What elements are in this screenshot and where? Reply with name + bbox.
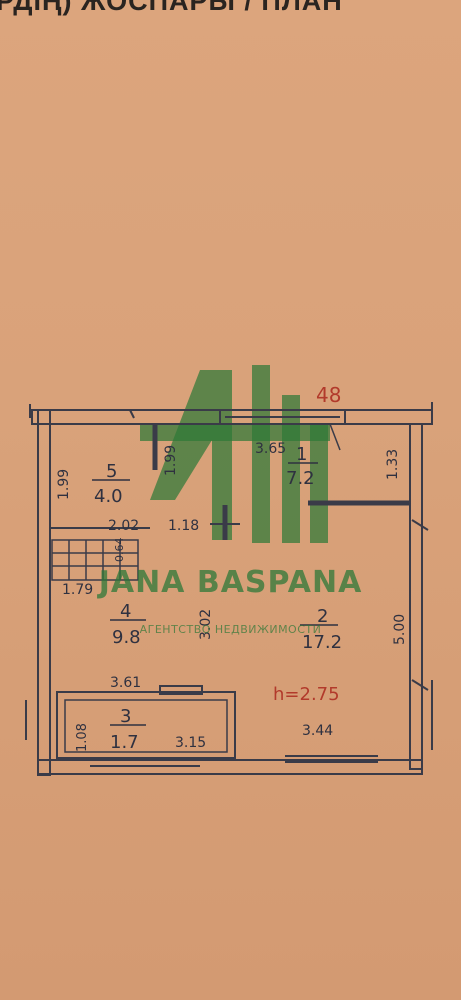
dim-balcony-top: 3.61 <box>110 675 141 691</box>
room-1-label: 1 7.2 <box>286 444 318 489</box>
dim-middle-wall: 3.02 <box>198 609 214 640</box>
room-3-label: 3 1.7 <box>110 706 146 753</box>
room-5-label: 5 4.0 <box>92 461 130 507</box>
dim-left-top: 1.99 <box>56 469 72 500</box>
watermark-tagline: АГЕНТСТВО НЕДВИЖИМОСТИ <box>139 623 322 636</box>
apartment-number: 48 <box>316 383 341 407</box>
dim-kitchen-width: 3.44 <box>302 723 333 739</box>
dim-stair-width: 1.79 <box>62 582 93 598</box>
dim-balcony-width: 3.15 <box>175 735 206 751</box>
svg-text:4: 4 <box>120 601 131 622</box>
svg-text:2: 2 <box>317 606 328 627</box>
svg-text:5: 5 <box>106 461 117 482</box>
dim-hall-width: 3.65 <box>255 441 286 457</box>
svg-text:4.0: 4.0 <box>94 486 123 507</box>
room-4-label: 4 9.8 <box>110 601 146 648</box>
dim-bath-right: 1.99 <box>163 445 179 476</box>
dim-balcony-left: 1.08 <box>75 723 90 752</box>
svg-text:3: 3 <box>120 706 131 727</box>
svg-text:9.8: 9.8 <box>112 627 141 648</box>
svg-text:1.7: 1.7 <box>110 732 139 753</box>
watermark-brand: JANA BASPANA <box>98 565 363 600</box>
dim-bath-width: 2.02 <box>108 518 139 534</box>
document-heading: РДІҢ) ЖОСПАРЫ / ПЛАН <box>0 0 343 16</box>
svg-text:7.2: 7.2 <box>286 468 315 489</box>
ceiling-height: h=2.75 <box>273 684 340 705</box>
dim-right-top: 1.33 <box>385 449 401 480</box>
room-2-label: 2 17.2 <box>300 606 342 653</box>
dim-right-wall: 5.00 <box>392 614 408 645</box>
svg-text:17.2: 17.2 <box>302 632 342 653</box>
dim-corridor-width: 1.18 <box>168 518 199 534</box>
dim-stair-small: 0.64 <box>113 538 126 563</box>
svg-text:1: 1 <box>296 444 307 465</box>
